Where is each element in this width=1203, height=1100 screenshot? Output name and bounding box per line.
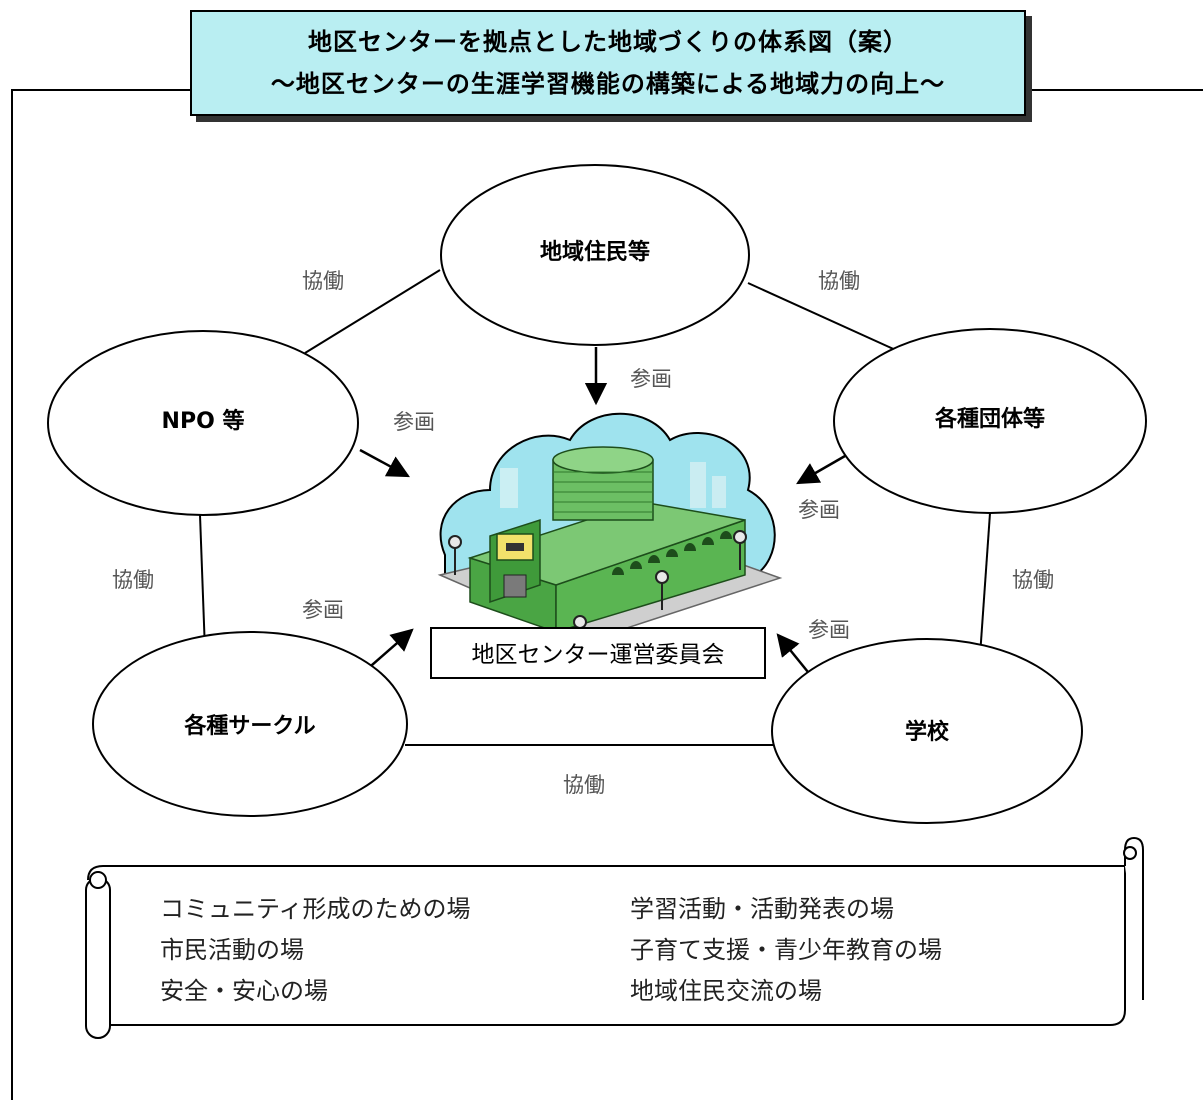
node-npo-label: NPO 等 (162, 408, 245, 434)
role-right-1: 学習活動・活動発表の場 (630, 895, 894, 923)
node-residents: 地域住民等 (440, 164, 750, 346)
node-residents-label: 地域住民等 (540, 239, 650, 265)
node-circles: 各種サークル (92, 631, 408, 817)
role-right-3: 地域住民交流の場 (630, 977, 822, 1005)
participate-label-npo: 参画 (393, 410, 435, 434)
node-circles-label: 各種サークル (183, 713, 315, 739)
diagram-subtitle: 〜地区センターの生涯学習機能の構築による地域力の向上〜 (270, 70, 946, 98)
outer-frame (11, 89, 1203, 1100)
role-left-3: 安全・安心の場 (160, 977, 328, 1005)
participate-label-circles: 参画 (302, 598, 344, 622)
title-box: 地区センターを拠点とした地域づくりの体系図（案） 〜地区センターの生涯学習機能の… (190, 10, 1026, 116)
node-organizations-label: 各種団体等 (934, 406, 1045, 432)
community-center-building-icon (437, 412, 783, 645)
committee-box (430, 627, 766, 679)
roles-scroll-banner: コミュニティ形成のための場 市民活動の場 安全・安心の場 学習活動・活動発表の場… (85, 836, 1144, 1039)
role-left-2: 市民活動の場 (160, 936, 304, 964)
participate-label-school: 参画 (808, 618, 850, 642)
node-organizations: 各種団体等 (833, 328, 1147, 514)
diagram-title: 地区センターを拠点とした地域づくりの体系図（案） (308, 28, 908, 56)
role-left-1: コミュニティ形成のための場 (160, 895, 471, 923)
node-school-label: 学校 (905, 719, 950, 745)
collab-label-left: 協働 (112, 568, 154, 592)
participate-label-org: 参画 (798, 498, 840, 522)
collab-label-right: 協働 (1012, 568, 1054, 592)
role-right-2: 子育て支援・青少年教育の場 (630, 936, 942, 964)
collab-label-bottom: 協働 (563, 773, 605, 797)
collab-label-top-left: 協働 (302, 269, 344, 293)
collaboration-lines (199, 269, 991, 746)
participate-label-top: 参画 (630, 367, 672, 391)
node-npo: NPO 等 (47, 330, 359, 516)
committee-label: 地区センター運営委員会 (472, 642, 725, 668)
node-school: 学校 (771, 638, 1083, 824)
collab-label-top-right: 協働 (818, 269, 860, 293)
